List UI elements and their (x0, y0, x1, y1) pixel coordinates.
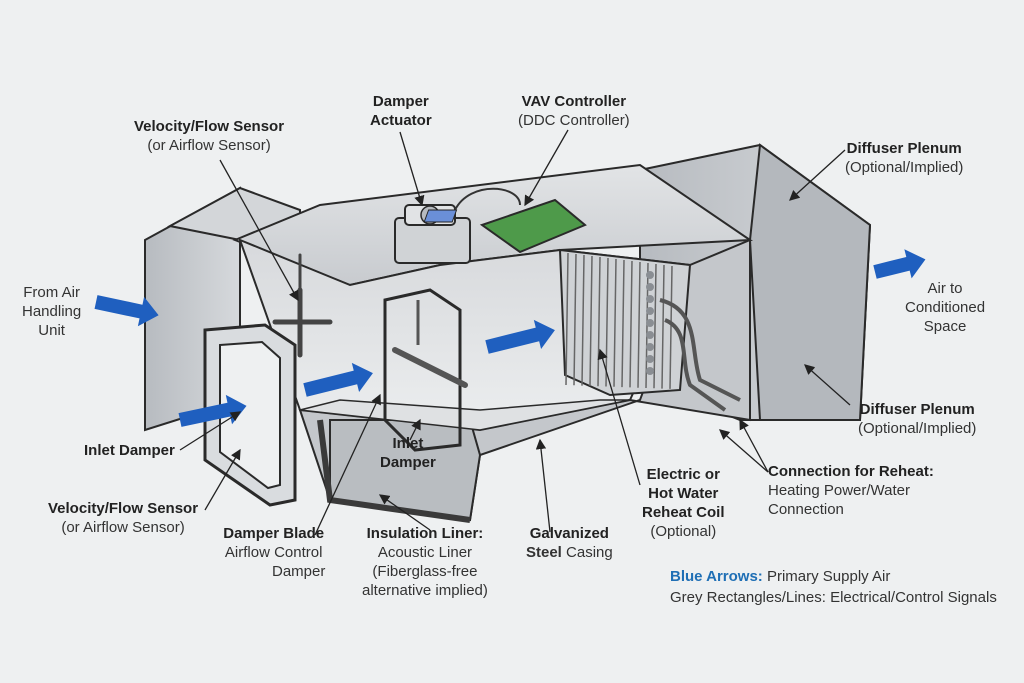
leader-lines (179, 129, 851, 536)
coil-fin (605, 257, 609, 387)
coil-fin (613, 258, 617, 387)
label-inlet-damper-left: Inlet Damper (84, 442, 175, 459)
leader-galvanized (535, 438, 551, 533)
leader-damper-actuator (399, 131, 425, 207)
label-galvanized-casing: Galvanized Steel Casing (526, 525, 613, 561)
coil-fin (653, 263, 657, 389)
coil-tube (646, 295, 654, 303)
supply-arrow-inlet (94, 295, 159, 327)
leader-damper-blade (314, 393, 381, 536)
leader-vav-controller (524, 129, 569, 207)
label-reheat-connection: Connection for Reheat:Heating Power/Wate… (768, 463, 934, 518)
damper-blade (383, 288, 468, 452)
leader-diffuser-bottom (804, 364, 851, 406)
coil-tube (646, 319, 654, 327)
reheat-connection-pipes (659, 298, 741, 412)
coil-tube (646, 367, 654, 375)
coil-fin (597, 256, 601, 387)
leader-reheat-connection-a (739, 418, 769, 473)
leader-reheat-coil (597, 348, 641, 486)
leader-inlet-damper-mid (409, 418, 421, 441)
supply-arrow-damper (303, 362, 373, 397)
velocity-flow-sensor (272, 253, 333, 358)
supply-arrow-casing (485, 319, 555, 354)
label-diffuser-bottom: Diffuser Plenum(Optional/Implied) (858, 401, 977, 437)
coil-fin (573, 253, 577, 386)
coil-fin (669, 265, 673, 389)
legend-blue-arrows: Blue Arrows: Primary Supply Air (670, 568, 891, 585)
label-insulation-liner: Insulation Liner:Acoustic Liner(Fibergla… (362, 525, 488, 599)
supply-air-arrows (94, 249, 926, 427)
coil-fin (589, 255, 593, 386)
label-vav-controller: VAV Controller(DDC Controller) (518, 93, 630, 129)
coil-tube (646, 271, 654, 279)
label-velocity-sensor-top: Velocity/Flow Sensor(or Airflow Sensor) (134, 118, 285, 154)
coil-fin (661, 264, 665, 389)
leader-reheat-connection-b (719, 429, 769, 473)
coil-tube (646, 331, 654, 339)
supply-arrow-collar (178, 394, 247, 427)
vav-controller-board (423, 198, 587, 254)
coil-fin (629, 260, 633, 388)
leader-inlet-damper-left (179, 411, 242, 451)
coil-tube (646, 307, 654, 315)
supply-arrow-outlet (873, 249, 926, 279)
leader-insulation (378, 494, 431, 531)
leader-velocity-top (219, 159, 299, 302)
coil-tube (646, 355, 654, 363)
legend-grey-lines: Grey Rectangles/Lines: Electrical/Contro… (670, 589, 997, 606)
leader-velocity-bottom (204, 448, 241, 511)
coil-fin (621, 259, 625, 388)
coil-fin (581, 254, 585, 386)
leader-diffuser-top (789, 149, 846, 201)
label-velocity-sensor-bottom: Velocity/Flow Sensor(or Airflow Sensor) (48, 500, 199, 536)
coil-tube (646, 343, 654, 351)
legend: Blue Arrows: Primary Supply Air Grey Rec… (670, 566, 997, 608)
label-diffuser-top: Diffuser Plenum(Optional/Implied) (845, 140, 964, 176)
coil-tube (646, 283, 654, 291)
coil-fin (637, 261, 641, 388)
reheat-coil (558, 248, 692, 397)
coil-fin (565, 252, 569, 386)
